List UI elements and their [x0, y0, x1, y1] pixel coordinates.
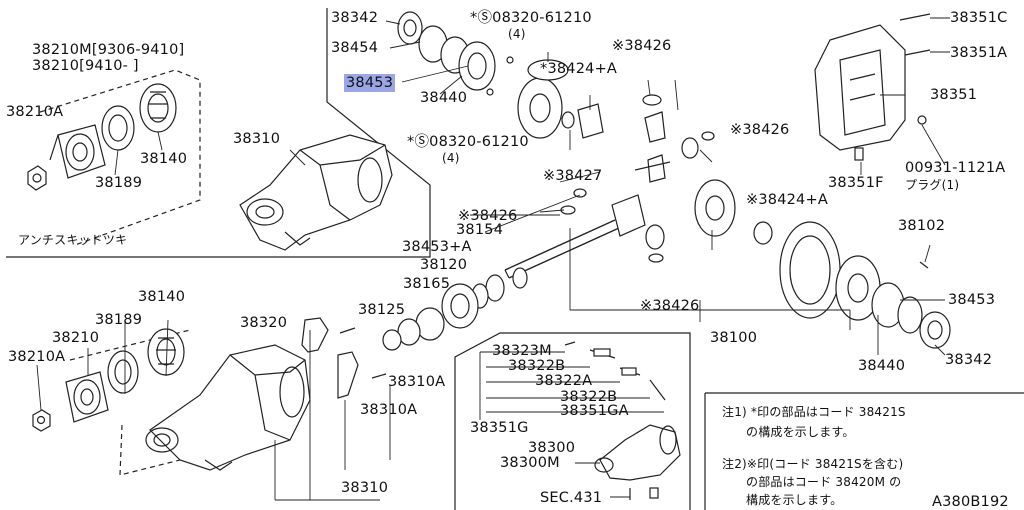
label-38440-top[interactable]: 38440 [420, 90, 468, 106]
label-38310a-1[interactable]: 38310A [388, 374, 446, 390]
label-38453-highlighted[interactable]: 38453 [344, 74, 396, 92]
frame-sub-assembly [454, 332, 691, 510]
label-38210m[interactable]: 38210M[9306-9410] [32, 42, 185, 58]
label-38125[interactable]: 38125 [358, 302, 406, 318]
label-38426-c[interactable]: ※38426 [458, 208, 518, 224]
label-38351g[interactable]: 38351G [470, 420, 529, 436]
label-38154[interactable]: 38154 [456, 222, 504, 238]
label-38453a[interactable]: 38453+A [402, 239, 472, 255]
label-00931-1121a[interactable]: 00931-1121A [905, 160, 1006, 176]
label-38322b-2[interactable]: 38322B [560, 389, 618, 405]
label-38102[interactable]: 38102 [898, 218, 946, 234]
label-38440-right[interactable]: 38440 [858, 358, 906, 374]
seal-upper[interactable] [101, 105, 135, 151]
bracket-38310a[interactable] [337, 351, 359, 399]
label-sec-431[interactable]: SEC.431 [540, 490, 603, 506]
nut-lower[interactable] [32, 409, 51, 432]
label-38300[interactable]: 38300 [528, 440, 576, 456]
label-38320[interactable]: 38320 [240, 315, 288, 331]
label-38351a[interactable]: 38351A [950, 45, 1008, 61]
label-38300m[interactable]: 38300M [500, 455, 560, 471]
label-38426-b[interactable]: ※38426 [730, 122, 790, 138]
label-38427[interactable]: ※38427 [543, 168, 603, 184]
diff-case-side[interactable] [694, 179, 773, 245]
rear-cover[interactable] [814, 13, 931, 161]
label-38210-low[interactable]: 38210 [52, 330, 100, 346]
note-1-line-2: の構成を示します。 [746, 425, 855, 439]
highlight-38453: 38453 [344, 74, 396, 92]
label-38310a-2[interactable]: 38310A [360, 402, 418, 418]
label-38351ga[interactable]: 38351GA [560, 403, 629, 419]
pinion-bearings[interactable] [382, 267, 528, 351]
flange-upper[interactable] [49, 124, 106, 179]
diff-gears-center[interactable] [560, 94, 715, 263]
label-38342-right[interactable]: 38342 [945, 352, 993, 368]
diff-assembly-small[interactable] [594, 424, 681, 500]
diff-case-right[interactable] [835, 255, 951, 349]
label-bolt-top-qty: (4) [508, 27, 526, 41]
label-38453-right[interactable]: 38453 [948, 292, 996, 308]
diff-case-top[interactable] [517, 59, 604, 139]
label-38322a[interactable]: 38322A [535, 373, 593, 389]
vent-hose-assembly[interactable] [564, 341, 666, 401]
label-38140-low[interactable]: 38140 [138, 289, 186, 305]
bearing-upper[interactable] [139, 83, 177, 133]
note-2-line-1: 注2)※印(コード 38421Sを含む) [722, 457, 904, 471]
dashed-box-upper [39, 69, 201, 246]
drive-pinion-shaft[interactable] [504, 194, 646, 279]
label-38322b-1[interactable]: 38322B [508, 358, 566, 374]
leader-lines [36, 17, 950, 501]
frame-notes [704, 392, 1024, 510]
label-bolt-mid-qty: (4) [442, 151, 460, 165]
label-38210a-low[interactable]: 38210A [8, 349, 66, 365]
label-38424a-top[interactable]: *38424+A [540, 61, 618, 77]
label-38351f[interactable]: 38351F [828, 175, 884, 191]
label-38351c[interactable]: 38351C [950, 10, 1008, 26]
label-38165[interactable]: 38165 [403, 276, 451, 292]
label-38189-low[interactable]: 38189 [95, 312, 143, 328]
side-bearing-top[interactable] [397, 11, 514, 96]
label-38351[interactable]: 38351 [930, 87, 978, 103]
label-38210[interactable]: 38210[9410- ] [32, 58, 139, 74]
label-38426-a[interactable]: ※38426 [612, 38, 672, 54]
label-38310-low[interactable]: 38310 [341, 480, 389, 496]
note-2-line-2: の部品はコード 38420M の [746, 475, 902, 489]
label-38454[interactable]: 38454 [331, 40, 379, 56]
carrier-housing-upper[interactable] [239, 134, 393, 251]
note-1-line-1: 注1) *印の部品はコード 38421S [722, 405, 906, 419]
flange-lower[interactable] [65, 371, 109, 423]
label-38323m[interactable]: 38323M [492, 343, 552, 359]
bracket-38320[interactable] [301, 317, 329, 353]
label-bolt-mid[interactable]: *Ⓢ08320-61210 [407, 134, 529, 150]
label-38210a-top[interactable]: 38210A [6, 104, 64, 120]
ring-gear[interactable] [779, 221, 841, 319]
diagram-code: A380B192 [932, 494, 1009, 510]
label-38100[interactable]: 38100 [710, 330, 758, 346]
nut-upper[interactable] [27, 165, 47, 191]
note-2-line-3: 構成を示します。 [746, 493, 843, 507]
label-38426-d[interactable]: ※38426 [640, 298, 700, 314]
label-anti-skid: アンチスキッドツキ [18, 233, 128, 247]
label-38140-top[interactable]: 38140 [140, 151, 188, 167]
bolts-38310a[interactable] [339, 327, 387, 379]
label-38424a-mid[interactable]: ※38424+A [746, 192, 828, 208]
seal-lower[interactable] [107, 350, 139, 394]
label-bolt-top[interactable]: *Ⓢ08320-61210 [470, 10, 592, 26]
label-38310-top[interactable]: 38310 [233, 131, 281, 147]
label-38189-top[interactable]: 38189 [95, 175, 143, 191]
label-plug: プラグ(1) [905, 178, 960, 192]
label-38342-top[interactable]: 38342 [331, 10, 379, 26]
frame-upper-left [6, 8, 431, 258]
label-38120[interactable]: 38120 [420, 257, 468, 273]
